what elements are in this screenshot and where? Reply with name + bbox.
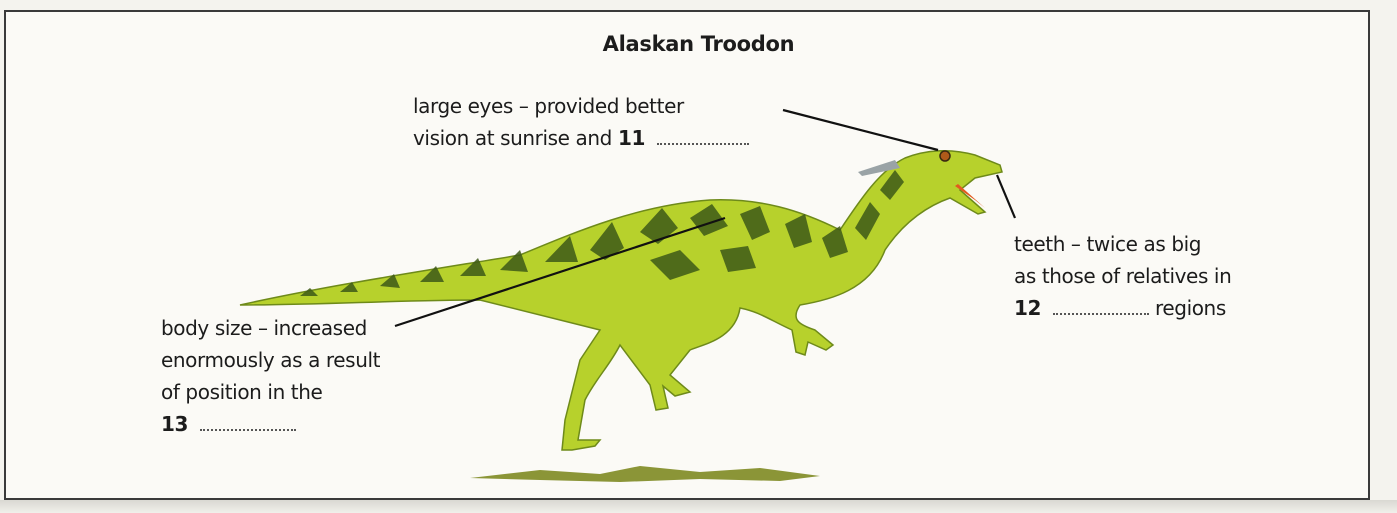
eyes-line-2: vision at sunrise and 11 (413, 122, 749, 154)
eyes-line-2-text: vision at sunrise and (413, 126, 612, 150)
body-line-4: 13 (161, 408, 380, 440)
teeth-pointer-line (997, 175, 1015, 218)
teeth-line-3: 12 regions (1014, 292, 1231, 324)
teeth-annotation: teeth – twice as big as those of relativ… (1014, 228, 1231, 324)
eyes-annotation: large eyes – provided better vision at s… (413, 90, 749, 154)
answer-blank-11[interactable] (657, 129, 749, 145)
body-size-annotation: body size – increased enormously as a re… (161, 312, 380, 440)
eyes-line-1: large eyes – provided better (413, 90, 749, 122)
answer-blank-12[interactable] (1053, 299, 1149, 315)
eyes-pointer-line (783, 110, 938, 150)
ground-shadow (470, 466, 820, 482)
teeth-line-3-suffix: regions (1155, 296, 1226, 320)
question-number-12: 12 (1014, 296, 1041, 320)
question-number-11: 11 (618, 126, 645, 150)
teeth-line-1: teeth – twice as big (1014, 228, 1231, 260)
body-line-3: of position in the (161, 376, 380, 408)
teeth-line-2: as those of relatives in (1014, 260, 1231, 292)
body-line-1: body size – increased (161, 312, 380, 344)
question-number-13: 13 (161, 412, 188, 436)
answer-blank-13[interactable] (200, 415, 296, 431)
body-line-2: enormously as a result (161, 344, 380, 376)
